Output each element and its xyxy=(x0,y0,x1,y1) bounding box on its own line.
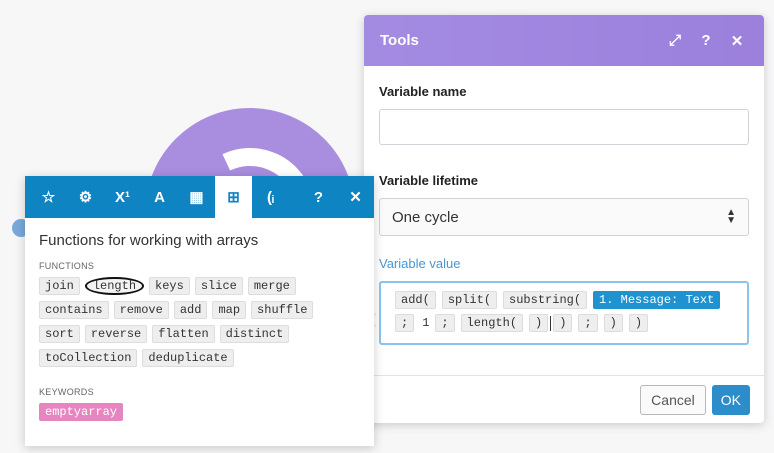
functions-popover: ☆ ⚙ X¹ A ▦ ⊞ (ᵢ ? ✕ Functions for workin… xyxy=(25,176,374,446)
value-line-2: ; 1 ; length( ) ) ; ) ) xyxy=(395,314,735,332)
token-add[interactable]: add( xyxy=(395,291,436,309)
select-arrows-icon: ▲▼ xyxy=(726,207,736,226)
variable-lifetime-label: Variable lifetime xyxy=(379,173,478,188)
functions-body: Functions for working with arrays FUNCTI… xyxy=(25,218,374,427)
function-contains[interactable]: contains xyxy=(39,301,109,319)
function-deduplicate[interactable]: deduplicate xyxy=(142,349,234,367)
function-map[interactable]: map xyxy=(212,301,247,319)
token-separator[interactable]: ; xyxy=(578,314,598,332)
token-separator[interactable]: ; xyxy=(435,314,455,332)
token-close-paren[interactable]: ) xyxy=(553,314,573,332)
function-merge[interactable]: merge xyxy=(247,277,296,295)
tools-dialog-footer: Cancel OK xyxy=(364,375,764,423)
function-join[interactable]: join xyxy=(39,277,80,295)
close-icon[interactable]: ✕ xyxy=(349,189,362,206)
tools-dialog-body: Variable name Variable lifetime One cycl… xyxy=(364,66,764,345)
help-icon[interactable]: ? xyxy=(701,32,711,49)
help-icon[interactable]: ? xyxy=(313,188,324,206)
close-icon[interactable]: ✕ xyxy=(730,32,744,50)
variable-lifetime-selected: One cycle xyxy=(392,208,459,226)
variable-name-label: Variable name xyxy=(379,84,467,99)
functions-toolbar: ☆ ⚙ X¹ A ▦ ⊞ (ᵢ ? ✕ xyxy=(25,176,374,218)
token-close-paren[interactable]: ) xyxy=(603,314,623,332)
function-distinct[interactable]: distinct xyxy=(219,325,290,343)
function-keys[interactable]: keys xyxy=(149,277,190,295)
tools-dialog: Tools ⤢ ? ✕ Variable name Variable lifet… xyxy=(364,15,764,423)
variable-value-label: Variable value xyxy=(379,256,461,271)
variable-name-input[interactable] xyxy=(379,109,749,145)
token-substring[interactable]: substring( xyxy=(503,291,588,309)
function-sort[interactable]: sort xyxy=(39,325,80,343)
dialog-title: Tools xyxy=(380,32,419,49)
variable-value-editor[interactable]: add( split( substring( 1. Message: Text … xyxy=(379,281,749,345)
function-tocollection[interactable]: toCollection xyxy=(39,349,138,367)
functions-list: join length keys slice merge contains re… xyxy=(39,277,359,373)
function-add[interactable]: add xyxy=(173,301,208,319)
cut-icon[interactable]: (ᵢ xyxy=(266,188,275,206)
token-length[interactable]: length( xyxy=(460,314,524,332)
token-close-paren[interactable]: ) xyxy=(628,314,649,332)
function-reverse[interactable]: reverse xyxy=(84,325,148,343)
function-flatten[interactable]: flatten xyxy=(152,325,215,343)
text-icon[interactable]: A xyxy=(154,188,165,206)
variable-lifetime-select[interactable]: One cycle ▲▼ xyxy=(379,198,749,236)
functions-title: Functions for working with arrays xyxy=(39,232,259,249)
functions-section-label: FUNCTIONS xyxy=(39,261,95,271)
gear-icon[interactable]: ⚙ xyxy=(78,189,93,206)
keywords-section-label: KEYWORDS xyxy=(39,387,94,397)
text-caret xyxy=(550,315,552,331)
variable-pill[interactable]: 1. Message: Text xyxy=(593,291,721,309)
cancel-button[interactable]: Cancel xyxy=(640,384,706,415)
tools-dialog-header: Tools ⤢ ? ✕ xyxy=(364,15,764,66)
ok-button[interactable]: OK xyxy=(711,384,750,415)
star-icon[interactable]: ☆ xyxy=(41,189,56,206)
function-remove[interactable]: remove xyxy=(113,301,169,319)
token-split[interactable]: split( xyxy=(441,291,498,309)
keyword-emptyarray[interactable]: emptyarray xyxy=(39,403,124,421)
math-icon[interactable]: X¹ xyxy=(115,188,130,206)
function-slice[interactable]: slice xyxy=(194,277,243,295)
token-literal: 1 xyxy=(422,316,430,330)
calendar-icon[interactable]: ▦ xyxy=(189,189,204,206)
value-line-1: add( split( substring( 1. Message: Text xyxy=(395,291,735,309)
table-icon[interactable]: ⊞ xyxy=(215,176,252,218)
keywords-list: emptyarray xyxy=(39,403,359,427)
token-separator[interactable]: ; xyxy=(395,314,415,332)
function-shuffle[interactable]: shuffle xyxy=(251,301,314,319)
function-length[interactable]: length xyxy=(84,277,145,295)
expand-icon[interactable]: ⤢ xyxy=(668,32,681,49)
token-close-paren[interactable]: ) xyxy=(529,314,549,332)
